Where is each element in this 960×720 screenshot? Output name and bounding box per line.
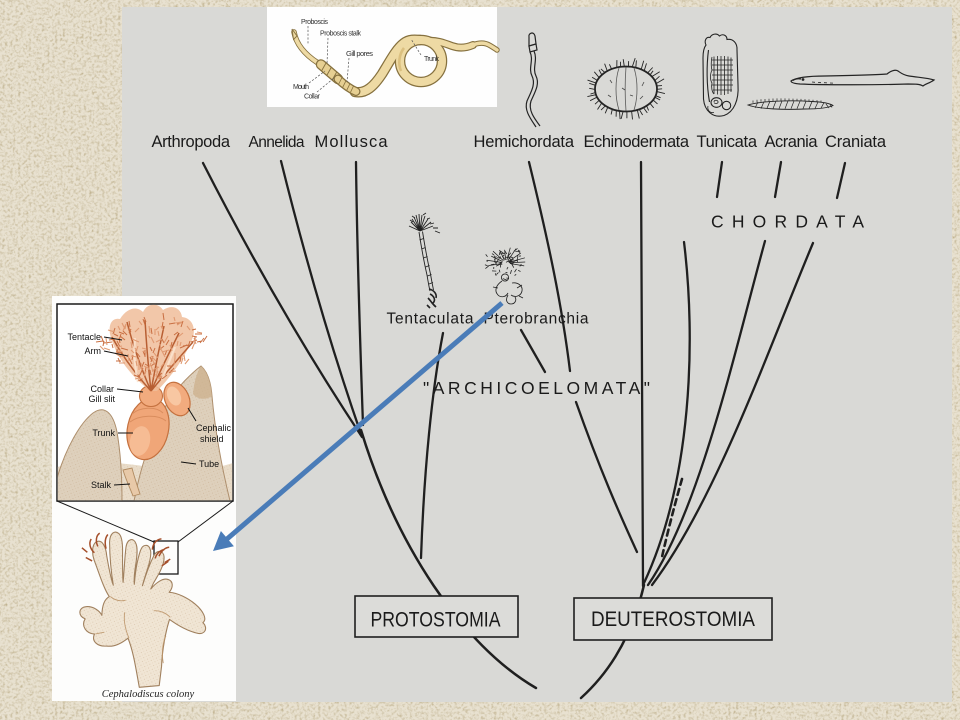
svg-text:Trunk: Trunk xyxy=(92,428,115,438)
svg-text:Mouth: Mouth xyxy=(293,84,309,91)
svg-text:Tunicata: Tunicata xyxy=(697,133,758,151)
svg-text:Proboscis: Proboscis xyxy=(301,19,329,26)
svg-text:Annelida: Annelida xyxy=(249,134,305,151)
svg-text:Arm: Arm xyxy=(85,346,102,356)
svg-text:Craniata: Craniata xyxy=(825,133,887,151)
svg-text:PROTOSTOMIA: PROTOSTOMIA xyxy=(371,609,501,632)
svg-text:Proboscis stalk: Proboscis stalk xyxy=(320,31,362,38)
svg-text:Cephalodiscus colony: Cephalodiscus colony xyxy=(102,689,195,700)
svg-text:Trunk: Trunk xyxy=(424,56,440,63)
svg-text:Echinodermata: Echinodermata xyxy=(584,133,690,151)
svg-text:Arthropoda: Arthropoda xyxy=(152,133,231,151)
svg-text:Mollusca: Mollusca xyxy=(315,133,389,151)
svg-text:Collar: Collar xyxy=(90,384,114,394)
svg-text:Gill pores: Gill pores xyxy=(346,49,373,58)
svg-text:Cephalic: Cephalic xyxy=(196,423,232,433)
svg-text:Collar: Collar xyxy=(304,94,321,101)
svg-text:Tube: Tube xyxy=(199,459,219,469)
svg-text:"ARCHICOELOMATA": "ARCHICOELOMATA" xyxy=(423,378,650,398)
svg-text:Gill slit: Gill slit xyxy=(89,394,116,404)
svg-text:Tentaculata: Tentaculata xyxy=(387,311,474,328)
svg-text:Pterobranchia: Pterobranchia xyxy=(484,311,589,328)
svg-text:Hemichordata: Hemichordata xyxy=(474,133,575,151)
svg-text:shield: shield xyxy=(200,434,224,444)
svg-text:Acrania: Acrania xyxy=(765,133,819,151)
svg-text:Tentacle: Tentacle xyxy=(67,332,101,342)
svg-text:Stalk: Stalk xyxy=(91,480,112,490)
svg-text:CHORDATA: CHORDATA xyxy=(711,212,864,232)
svg-text:DEUTEROSTOMIA: DEUTEROSTOMIA xyxy=(591,608,755,631)
